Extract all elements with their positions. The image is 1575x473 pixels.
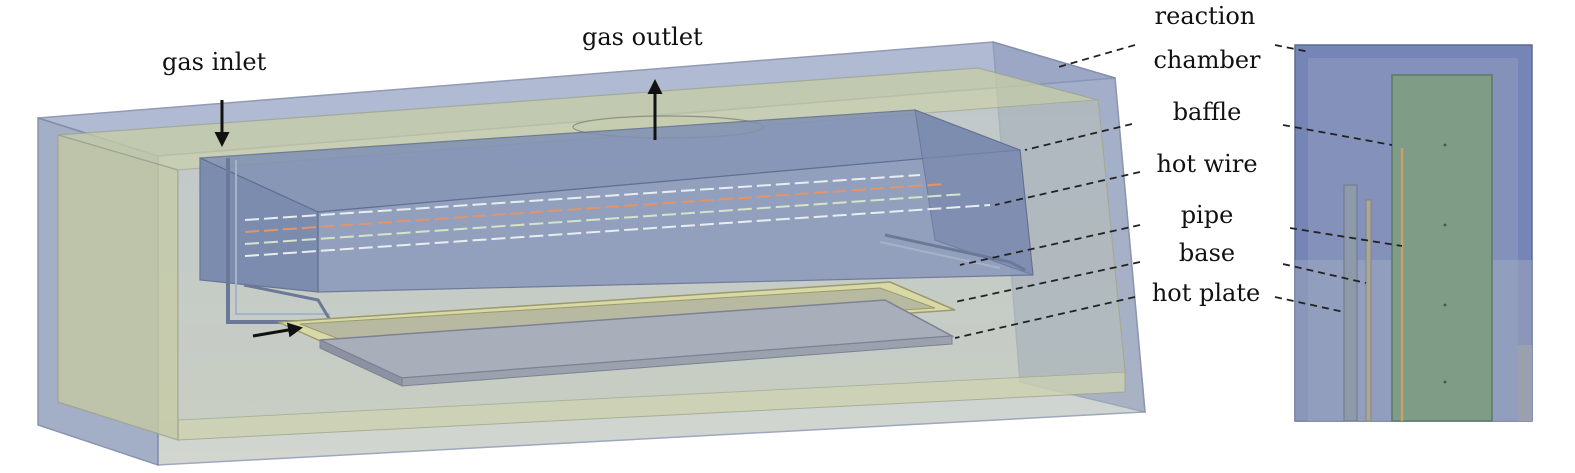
label-reaction-chamber-line2: chamber xyxy=(1153,46,1261,74)
leader-reaction-chamber xyxy=(1054,44,1136,69)
label-pipe: pipe xyxy=(1181,201,1234,229)
hot-wire-2 xyxy=(244,183,946,233)
leader-base xyxy=(954,261,1141,303)
inset-side-block xyxy=(1518,345,1532,421)
hot-wire-4 xyxy=(244,204,991,257)
leader-hot-plate xyxy=(954,296,1136,339)
label-base: base xyxy=(1179,239,1235,267)
inset-base xyxy=(1365,199,1372,422)
label-reaction-chamber-line1: reaction xyxy=(1155,2,1256,30)
label-hot-plate: hot plate xyxy=(1152,279,1260,307)
leader-baffle-inset xyxy=(1282,124,1393,146)
leader-baffle xyxy=(1024,123,1133,151)
reaction-chamber-3d-view xyxy=(37,40,1146,467)
labels: gas inlet gas outlet reaction chamber ba… xyxy=(162,2,1261,307)
inset-pipe xyxy=(1343,184,1358,422)
hot-wire-1 xyxy=(244,174,921,221)
leader-pipe xyxy=(959,224,1141,266)
chamber-inner-left xyxy=(57,134,179,441)
pipe-inlet-arrow xyxy=(252,322,303,338)
hot-plate-side xyxy=(401,335,953,387)
label-gas-outlet: gas outlet xyxy=(582,23,703,51)
inset-side-view xyxy=(1294,44,1533,422)
label-baffle: baffle xyxy=(1173,98,1242,126)
hot-wire-3 xyxy=(244,193,966,245)
inset-baffle xyxy=(1391,74,1493,422)
leader-base-inset xyxy=(1282,263,1367,284)
leader-reaction-chamber-inset xyxy=(1274,44,1311,53)
label-gas-inlet: gas inlet xyxy=(162,48,267,76)
leader-lines xyxy=(954,44,1403,339)
leader-pipe-inset xyxy=(1289,227,1403,247)
hot-wires xyxy=(244,174,991,257)
label-hot-wire: hot wire xyxy=(1156,150,1257,178)
leader-hot-wire xyxy=(994,171,1141,206)
